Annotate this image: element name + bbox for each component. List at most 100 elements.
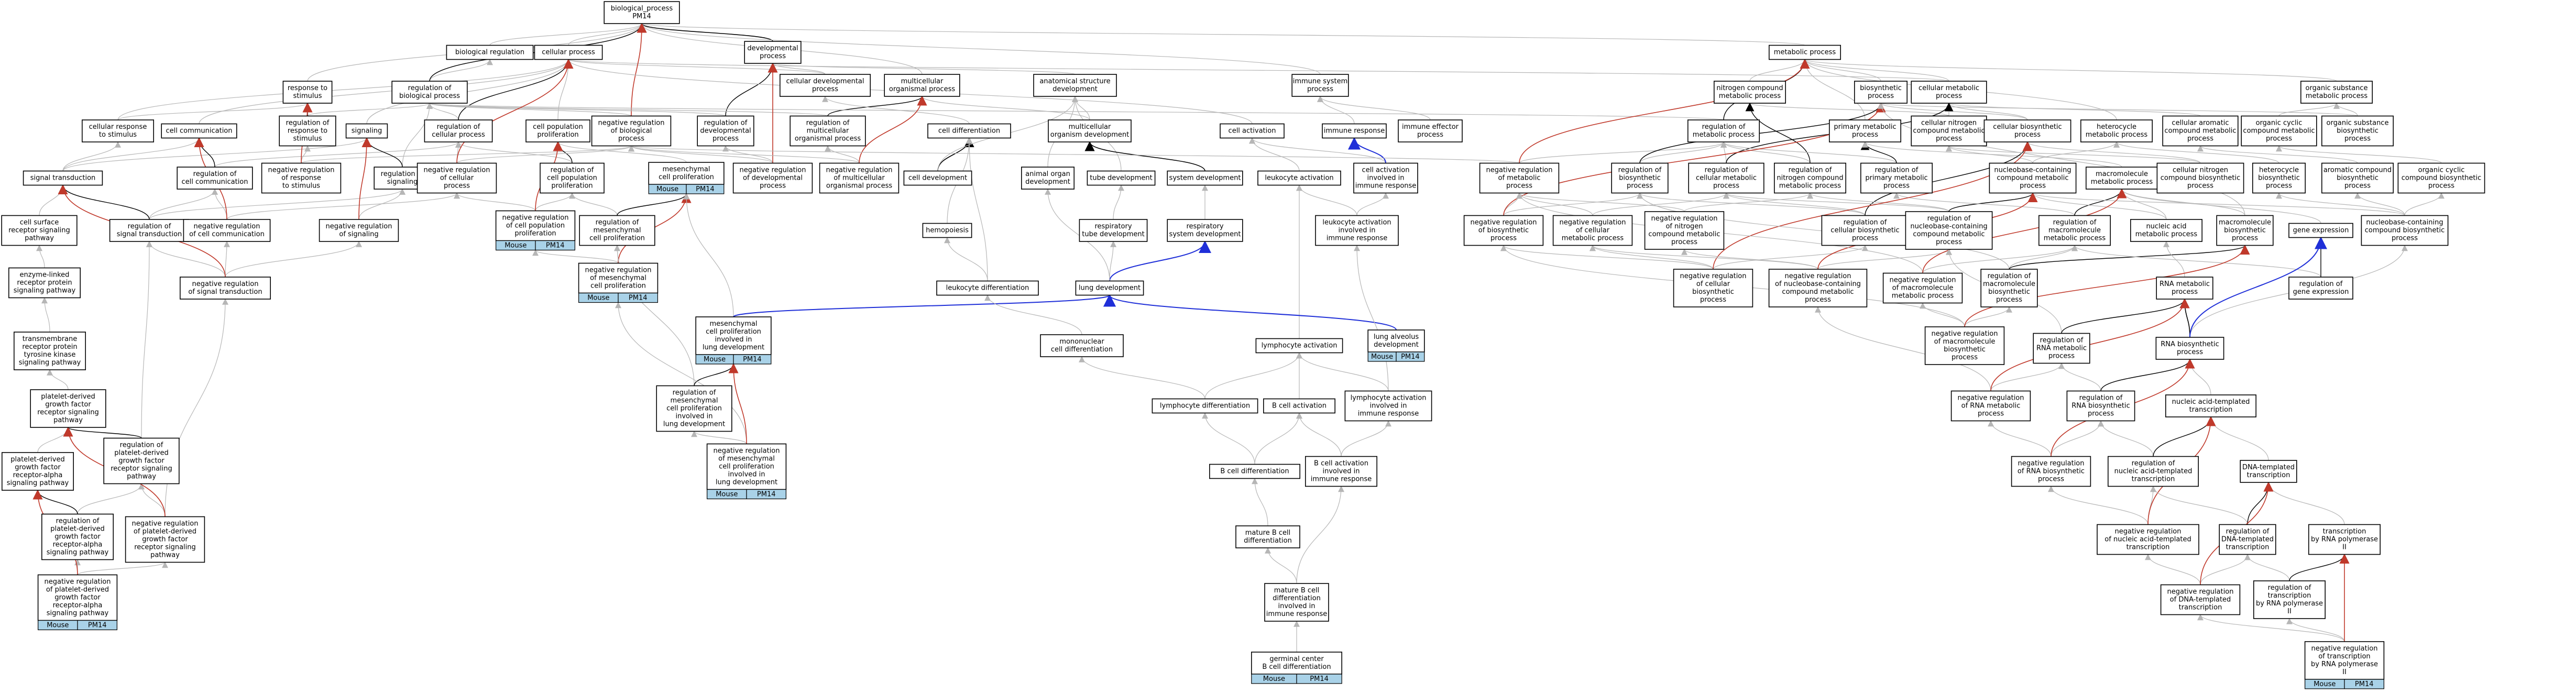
go-term-node[interactable]: metabolic process [1769, 45, 1841, 60]
go-term-node[interactable]: immune response [1322, 123, 1387, 139]
go-term-node[interactable]: regulation ofmacromoleculebiosyntheticpr… [1980, 269, 2038, 307]
go-term-node[interactable]: leukocyte differentiation [936, 280, 1039, 296]
go-term-node[interactable]: tube development [1087, 170, 1156, 186]
go-term-node[interactable]: leukocyte activation [1257, 170, 1341, 186]
go-term-node[interactable]: hemopoiesis [922, 223, 972, 238]
go-term-node[interactable]: lung development [1075, 280, 1144, 296]
go-term-node[interactable]: cellular process [534, 45, 603, 60]
go-term-node[interactable]: regulation ofnucleobase-containingcompou… [1905, 211, 1993, 250]
go-term-node[interactable]: cell development [903, 170, 972, 186]
go-term-node[interactable]: cell activation [1220, 123, 1285, 139]
go-term-node[interactable]: lymphocyte differentiation [1152, 398, 1258, 414]
go-term-node[interactable]: biological regulation [446, 45, 534, 60]
go-term-node[interactable]: gene expression [2288, 223, 2353, 238]
go-term-node[interactable]: B cell activation [1263, 398, 1336, 414]
